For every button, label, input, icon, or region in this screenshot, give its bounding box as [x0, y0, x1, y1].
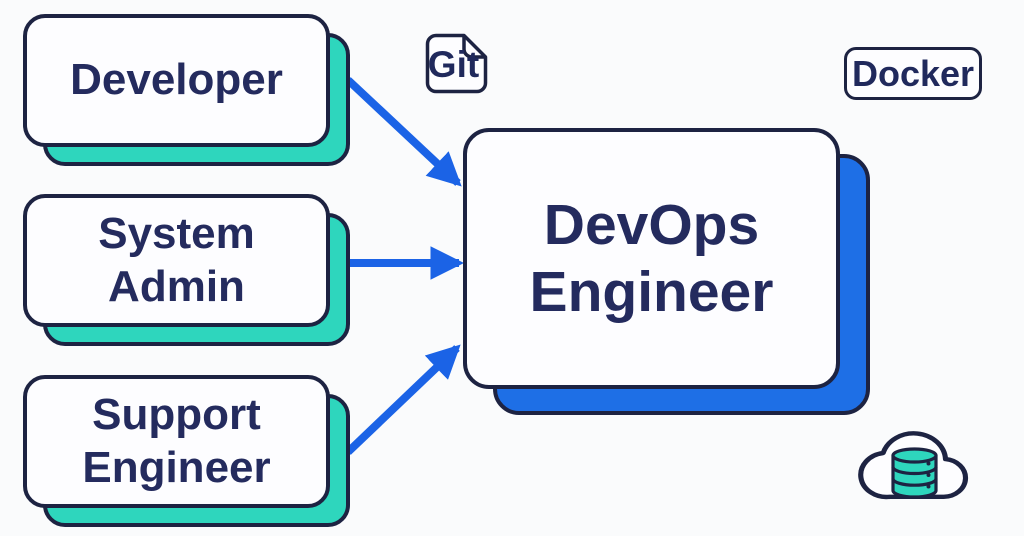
role-card-system-admin: System Admin [23, 194, 350, 346]
card-face: Developer [23, 14, 330, 147]
git-label: Git [427, 43, 480, 85]
docker-badge: Docker [844, 47, 982, 100]
role-card-developer: Developer [23, 14, 350, 166]
role-label-line: Engineer [529, 259, 774, 324]
card-face: System Admin [23, 194, 330, 327]
card-face: Support Engineer [23, 375, 330, 508]
role-label-line: Developer [70, 55, 283, 105]
role-label-line: Engineer [82, 442, 271, 492]
arrow-developer-to-devops [345, 77, 462, 187]
role-label-developer: Developer [70, 54, 283, 107]
role-label-line: System [98, 208, 255, 258]
git-file-icon: Git [422, 33, 489, 94]
arrow-support-engineer-to-devops [345, 344, 461, 455]
card-face: DevOps Engineer [463, 128, 840, 389]
role-label-devops-engineer: DevOps Engineer [530, 192, 774, 324]
cloud-database-icon [856, 414, 970, 510]
role-card-devops-engineer: DevOps Engineer [463, 128, 870, 415]
database-cylinder-icon [891, 447, 938, 499]
role-label-system-admin: System Admin [98, 208, 255, 314]
role-label-support-engineer: Support Engineer [82, 389, 270, 495]
docker-label: Docker [851, 52, 975, 94]
role-label-line: Admin [108, 261, 245, 311]
role-card-support-engineer: Support Engineer [23, 375, 350, 527]
role-label-line: Support [92, 389, 261, 439]
role-label-line: DevOps [543, 193, 760, 258]
